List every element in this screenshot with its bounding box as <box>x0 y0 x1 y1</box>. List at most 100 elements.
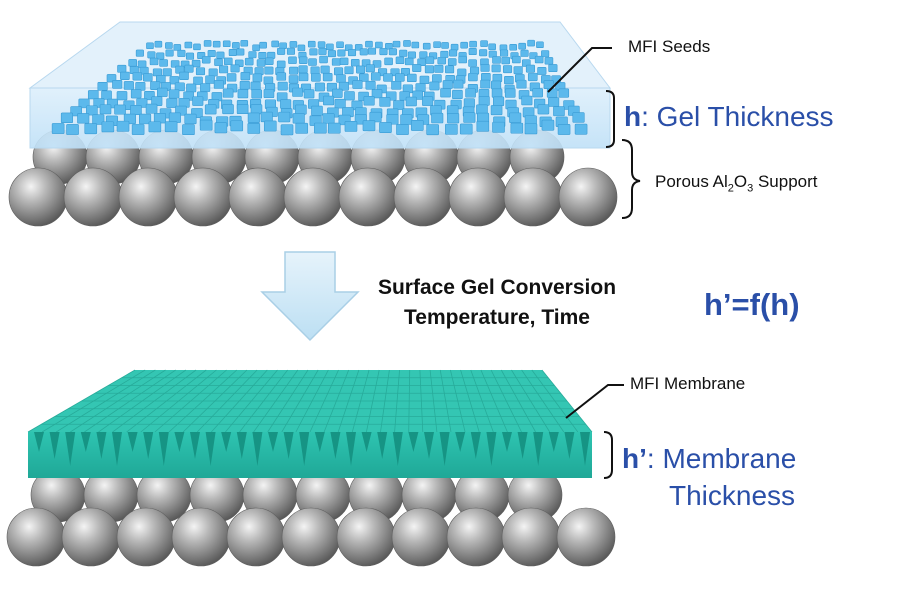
seed-crystal <box>468 48 477 56</box>
seed-crystal <box>449 49 458 57</box>
alumina-sphere <box>173 167 233 227</box>
seed-crystal <box>337 49 346 57</box>
seed-crystal <box>277 47 286 55</box>
seed-crystal <box>370 72 381 81</box>
process-arrow <box>260 251 360 342</box>
seed-crystal <box>192 96 204 106</box>
seed-crystal <box>200 83 211 92</box>
seed-crystal <box>476 104 488 115</box>
seed-crystal <box>501 56 511 65</box>
seed-crystal <box>295 104 307 115</box>
seed-crystal <box>339 57 349 66</box>
seed-crystal <box>469 40 477 48</box>
seed-crystal <box>396 124 409 135</box>
membrane-crystal-column <box>517 432 528 459</box>
seed-crystal <box>173 44 182 51</box>
seed-crystal <box>164 121 178 133</box>
seed-crystal <box>66 124 79 135</box>
membrane-crystal-column <box>564 432 575 459</box>
seed-crystal <box>367 47 377 55</box>
seed-crystal <box>317 41 326 48</box>
seed-crystal <box>155 75 166 84</box>
membrane-crystal-column <box>314 432 325 452</box>
seed-crystal <box>101 121 115 133</box>
seed-crystal <box>191 59 201 68</box>
membrane-crystal-column <box>330 432 341 459</box>
seed-crystal <box>492 121 505 133</box>
seed-crystal <box>509 44 517 51</box>
seed-crystal <box>399 49 408 57</box>
seed-crystal <box>116 91 128 101</box>
seed-crystal <box>193 43 201 51</box>
seed-crystal <box>386 114 399 125</box>
seed-crystal <box>447 112 460 124</box>
seed-crystal <box>279 42 287 50</box>
seed-crystal <box>152 68 162 77</box>
seed-crystal <box>130 105 142 116</box>
seed-crystal <box>544 57 554 65</box>
seed-crystal <box>400 114 413 125</box>
seed-crystal <box>412 64 422 72</box>
seed-crystal <box>112 80 123 89</box>
seed-crystal <box>99 104 112 115</box>
seed-crystal <box>250 81 261 91</box>
seed-crystal <box>271 40 279 48</box>
seed-crystal <box>150 81 161 90</box>
seed-crystal <box>169 76 180 85</box>
seed-crystal <box>250 104 263 115</box>
alumina-sphere <box>503 167 563 227</box>
seed-crystal <box>170 60 180 68</box>
seed-crystal <box>440 88 451 98</box>
seed-crystal <box>518 42 526 50</box>
seed-crystal <box>184 64 194 73</box>
seed-crystal <box>327 50 336 58</box>
seed-crystal <box>195 67 206 76</box>
seed-crystal <box>259 41 267 49</box>
seed-crystal <box>445 65 455 74</box>
seed-crystal <box>419 75 430 85</box>
seed-crystal <box>247 112 260 123</box>
seed-crystal <box>298 65 308 74</box>
seed-crystal <box>372 60 382 68</box>
seed-crystal <box>60 112 73 123</box>
alumina-sphere <box>6 507 66 567</box>
seed-crystal <box>392 40 401 48</box>
seed-crystal <box>314 82 325 92</box>
seed-crystal <box>212 40 221 48</box>
seed-crystal <box>513 66 523 75</box>
membrane-crystal-column <box>112 432 122 466</box>
seed-crystal <box>310 66 320 75</box>
seed-crystal <box>298 56 308 64</box>
seed-crystal <box>352 80 363 89</box>
seed-crystal <box>534 55 544 64</box>
seed-crystal <box>463 98 475 108</box>
seed-crystal <box>432 74 442 83</box>
seed-crystal <box>336 74 346 83</box>
seed-crystal <box>51 123 65 134</box>
seed-crystal <box>154 40 163 48</box>
seed-crystal <box>147 51 156 59</box>
seed-crystal <box>429 81 440 91</box>
seed-crystal <box>214 58 223 66</box>
seed-crystal <box>488 43 496 51</box>
seed-crystal <box>128 59 138 67</box>
membrane-thickness-text-1: : Membrane <box>646 443 797 474</box>
alumina-sphere <box>338 167 398 227</box>
seed-crystal <box>468 59 477 67</box>
seed-crystal <box>468 72 478 82</box>
membrane-crystal-column <box>408 432 419 452</box>
membrane-crystal-column <box>158 432 169 466</box>
seed-crystal <box>407 51 416 59</box>
seed-crystal <box>356 65 366 74</box>
membrane-crystal-column <box>470 432 481 459</box>
seed-crystal <box>480 79 491 89</box>
seed-crystal <box>336 41 344 49</box>
seed-crystal <box>182 124 195 136</box>
seed-crystal <box>116 120 130 132</box>
alumina-sphere <box>61 507 121 567</box>
seed-crystal <box>460 41 468 49</box>
seed-crystal <box>278 111 291 123</box>
seed-crystal <box>260 111 273 123</box>
alumina-sphere <box>393 167 453 227</box>
seed-crystal <box>350 58 360 67</box>
